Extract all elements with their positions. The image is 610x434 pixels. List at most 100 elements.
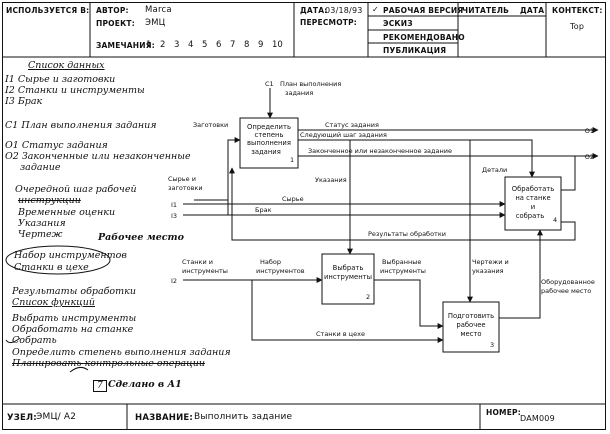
box-3-line-3: место <box>460 330 481 338</box>
label-o2: O2 <box>585 153 594 161</box>
note-number-6[interactable]: 6 <box>216 40 222 50</box>
function-4: Определить степень выполнения задания <box>12 347 231 358</box>
label-chosen-tools-2: инструменты <box>380 267 426 275</box>
label-machines-in-1: Станки и <box>182 258 213 266</box>
label-chosen-tools-1: Выбранные <box>382 258 421 266</box>
input-i2: I2 Станки и инструменты <box>5 85 145 96</box>
arrow-results <box>229 167 576 241</box>
note-number-9[interactable]: 9 <box>258 40 264 50</box>
arrow-equipped <box>499 229 543 319</box>
used-at-label: ИСПОЛЬЗУЕТСЯ В: <box>6 6 90 15</box>
note-next-step-cont: инструкции <box>18 195 81 206</box>
note-number-5[interactable]: 5 <box>202 40 208 50</box>
project-value: ЭМЦ <box>145 18 166 28</box>
box-3-number: 3 <box>490 341 494 349</box>
diagram-frame <box>2 2 606 430</box>
note-number-3[interactable]: 3 <box>174 40 180 50</box>
author-value: Marca <box>145 5 172 15</box>
note-drawing: Чертеж <box>18 229 63 240</box>
context-label: КОНТЕКСТ: <box>552 6 603 15</box>
note-results: Результаты обработки <box>12 286 136 297</box>
date-label: ДАТА: <box>300 6 328 15</box>
label-raw-in-2: заготовки <box>168 184 203 192</box>
label-status: Статус задания <box>325 121 379 129</box>
box-2-number: 2 <box>366 293 370 301</box>
note-number-10[interactable]: 10 <box>272 40 283 50</box>
function-2: Обработать на станке <box>12 324 134 335</box>
box-3-line-1: Подготовить <box>448 312 494 320</box>
box-1-line-3: выполнения <box>247 139 291 147</box>
box-2-line-2: инструменты <box>324 273 372 281</box>
output-o2: O2 Законченные или незаконченные <box>5 151 191 162</box>
label-equipped-1: Оборудованное <box>541 278 595 286</box>
status-recommended[interactable]: РЕКОМЕНДОВАНО <box>383 33 465 42</box>
control-c1: C1 План выполнения задания <box>5 120 157 131</box>
label-equipped-2: рабочее место <box>541 287 591 295</box>
node-value: ЭМЦ/ A2 <box>36 412 77 422</box>
function-5: Планировать контрольные операции <box>12 358 205 369</box>
function-3: Собрать <box>12 335 57 346</box>
box-2-line-1: Выбрать <box>333 264 364 272</box>
status-publication[interactable]: ПУБЛИКАЦИЯ <box>383 46 447 55</box>
note-number-8[interactable]: 8 <box>244 40 250 50</box>
note-instructions: Указания <box>18 218 66 229</box>
input-i3: I3 Брак <box>5 96 43 107</box>
data-list-title: Список данных <box>28 60 105 71</box>
note-workplace: Рабочее место <box>98 232 184 243</box>
arrow-next-step-c <box>470 139 535 178</box>
status-draft[interactable]: ЭСКИЗ <box>383 19 413 28</box>
functions-title: Список функций <box>12 297 95 308</box>
box-4-line-2: на станке <box>515 194 550 202</box>
box-1-line-1: Определить <box>247 123 291 131</box>
arrow-next-step <box>298 139 353 255</box>
label-results: Результаты обработки <box>368 230 446 238</box>
reader-date-label: ДАТА <box>520 6 545 15</box>
revision-label: ПЕРЕСМОТР: <box>300 18 357 27</box>
box-1-number: 1 <box>290 156 294 164</box>
status-working-check[interactable]: ✓ <box>372 5 379 14</box>
status-working[interactable]: РАБОЧАЯ ВЕРСИЯ <box>383 6 464 15</box>
activity-box-3[interactable] <box>442 301 500 353</box>
activity-box-2[interactable] <box>321 253 375 305</box>
label-o1: O1 <box>585 127 594 135</box>
label-i2: I2 <box>171 277 177 285</box>
label-zagotovki: Заготовки <box>193 121 228 129</box>
label-c1-text-2: задания <box>285 89 313 97</box>
output-o1: O1 Статус задания <box>5 140 108 151</box>
done-number: 7 <box>93 380 107 392</box>
arrow-shop-machines <box>251 280 444 343</box>
project-label: ПРОЕКТ: <box>96 19 135 28</box>
label-tool-set-2: инструментов <box>256 267 305 275</box>
note-number-7[interactable]: 7 <box>230 40 236 50</box>
done-text: Сделано в А1 <box>108 379 182 390</box>
note-number-4[interactable]: 4 <box>188 40 194 50</box>
date-value: 03/18/93 <box>325 6 363 15</box>
arrow-details <box>561 156 576 191</box>
label-tool-set-1: Набор <box>260 258 281 266</box>
box-4-line-4: собрать <box>516 212 545 220</box>
title-label: НАЗВАНИЕ: <box>135 413 194 423</box>
box-1-line-2: степень <box>255 131 284 139</box>
note-number-1[interactable]: 1 <box>146 40 152 50</box>
box-3-line-2: рабочее <box>456 321 485 329</box>
node-label: УЗЕЛ: <box>7 413 37 423</box>
label-raw: Сырье <box>282 195 304 203</box>
note-time: Временные оценки <box>18 207 116 218</box>
note-number-2[interactable]: 2 <box>160 40 166 50</box>
label-scrap: Брак <box>255 206 272 214</box>
label-details: Детали <box>482 166 507 174</box>
author-label: АВТОР: <box>96 6 129 15</box>
label-i1: I1 <box>171 201 177 209</box>
label-next-step: Следующий шаг задания <box>300 131 387 139</box>
box-4-number: 4 <box>553 216 557 224</box>
input-i1: I1 Сырье и заготовки <box>5 74 116 85</box>
box-4-line-3: и <box>531 203 535 211</box>
number-value: DAM009 <box>520 414 555 423</box>
box-4-line-1: Обработать <box>512 185 554 193</box>
activity-box-1[interactable] <box>239 117 299 169</box>
label-drawings-2: указания <box>472 267 504 275</box>
reader-label: ЧИТАТЕЛЬ <box>462 6 510 15</box>
label-c1-tag: C1 <box>265 80 274 88</box>
label-raw-in-1: Сырье и <box>168 175 196 183</box>
